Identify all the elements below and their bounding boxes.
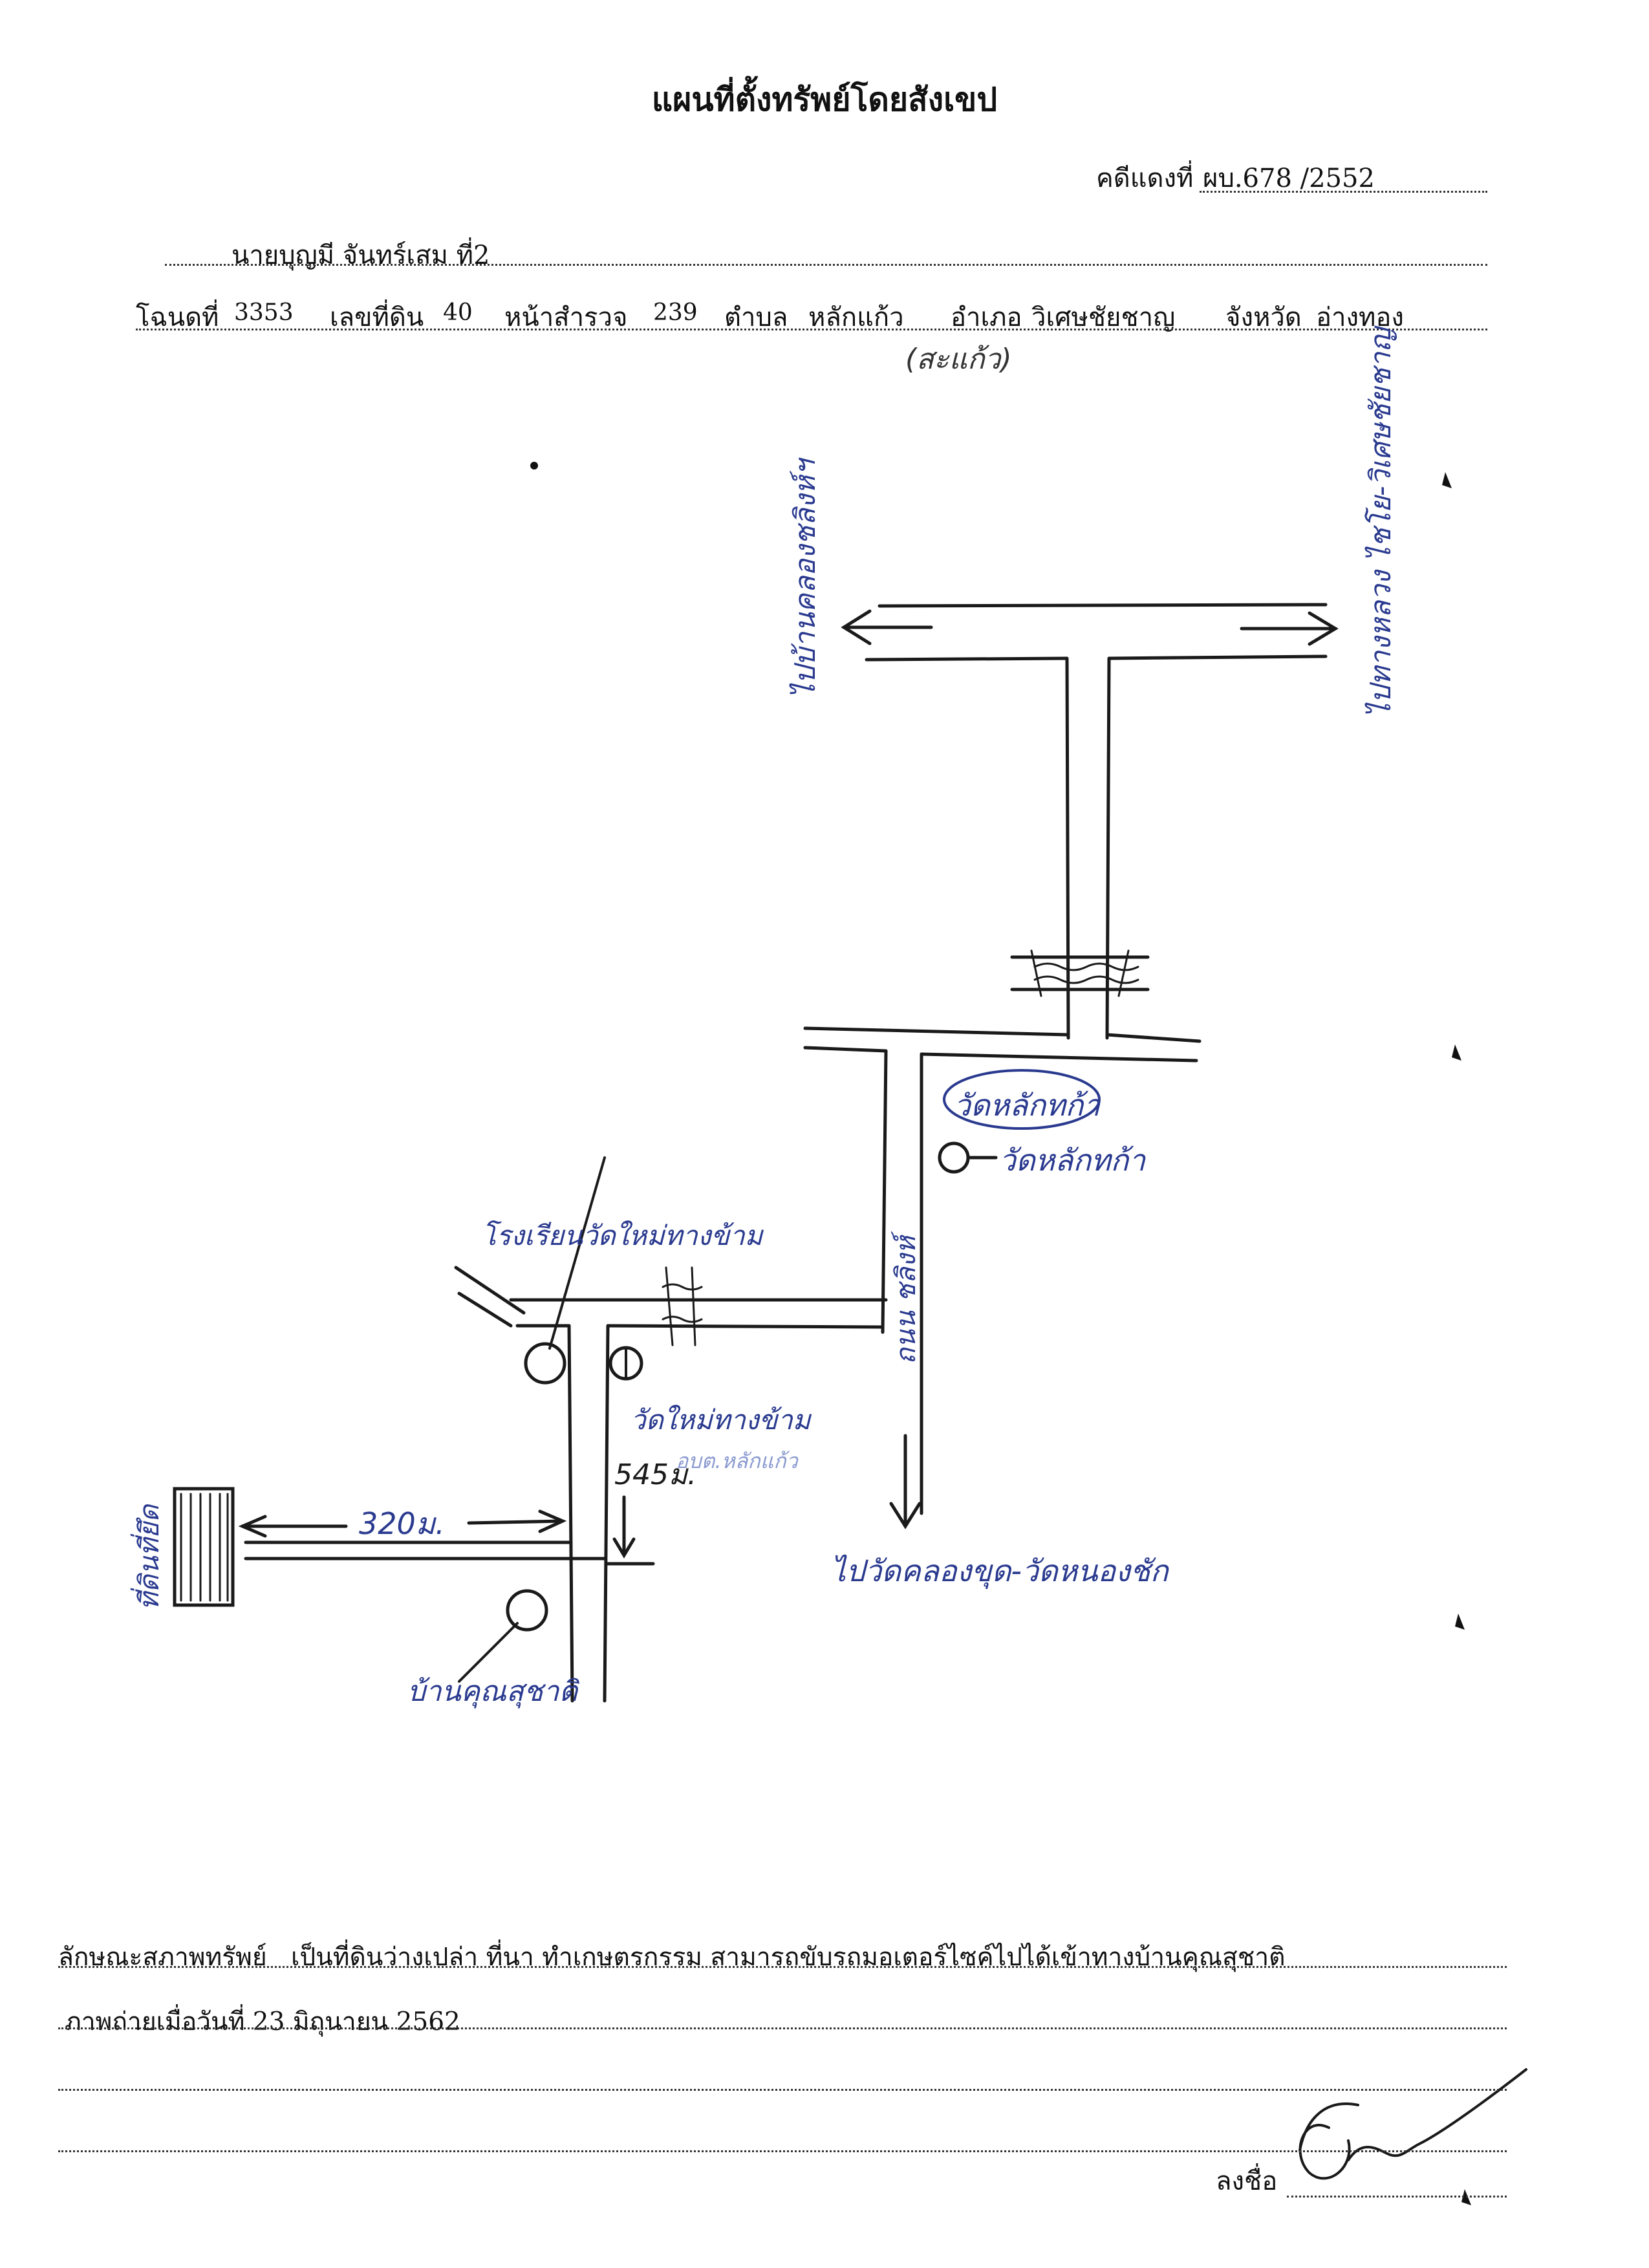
mid-road-upper-edge-left <box>803 1026 1069 1037</box>
label-distance-545: 545ม. <box>614 1458 696 1491</box>
label-temple-new: วัดใหม่ทางข้าม <box>630 1404 812 1436</box>
mid-road-lower-edge-left <box>803 1046 888 1053</box>
photo-date-line <box>58 2027 1507 2029</box>
page-title: แผนที่ตั้งทรัพย์โดยสังเขป <box>651 80 998 118</box>
top-road-lower-edge-right <box>1107 654 1328 660</box>
land-number: 40 <box>443 299 473 326</box>
small-bridge-posts <box>665 1266 696 1346</box>
temple-oval <box>943 1069 1101 1130</box>
house-road-left-edge <box>567 1324 574 1703</box>
temple-marker-circle <box>938 1141 970 1174</box>
signature-arc <box>1299 2102 1359 2152</box>
survey-number: 239 <box>653 299 698 326</box>
dist-320-right-head <box>538 1509 567 1533</box>
label-road-bottom: ไปวัดคลองขุด-วัดหนองชัก <box>831 1553 1170 1589</box>
label-distance-320: 320ม. <box>359 1506 445 1541</box>
long-road-left-edge <box>881 1049 888 1334</box>
blank-line-2 <box>58 2150 1507 2152</box>
condition-text: เป็นที่ดินว่างเปล่า ที่นา ทำเกษตรกรรม สา… <box>291 1943 1286 1972</box>
photo-date: ภาพถ่ายเมื่อวันที่ 23 มิถุนายน 2562 <box>65 2007 460 2036</box>
label-property: ที่ดินที่ยึด <box>130 1503 165 1610</box>
tambon-correction: (สะแก้ว) <box>905 343 1012 376</box>
province-value: อ่างทอง <box>1316 303 1404 332</box>
arrow-left-head <box>841 609 872 645</box>
label-road-vertical: ถนน ชลิงห์ <box>890 1231 921 1365</box>
house-leader <box>458 1622 519 1683</box>
condition-label: ลักษณะสภาพทรัพย์ <box>58 1943 267 1972</box>
dist-320-right-shaft <box>467 1519 565 1525</box>
house-marker-circle <box>506 1589 548 1632</box>
blank-line-1 <box>58 2089 1507 2091</box>
survey-label: หน้าสำรวจ <box>504 303 628 332</box>
specks <box>530 462 538 470</box>
margin-mark-1 <box>1442 472 1452 488</box>
bridge-water-2 <box>1033 975 1139 984</box>
vertical-road-right-edge <box>1105 656 1111 1040</box>
vertical-road-left-edge <box>1065 658 1070 1040</box>
province-label: จังหวัด <box>1225 303 1302 332</box>
label-school: โรงเรียนวัดใหม่ทางข้าม <box>482 1220 764 1251</box>
case-number-line <box>1200 191 1487 193</box>
amphoe-label: อำเภอ <box>951 303 1022 332</box>
case-label: คดีแดงที่ <box>1096 164 1194 193</box>
top-road-upper-edge <box>878 603 1328 608</box>
top-road-lower-edge-left <box>865 656 1069 662</box>
label-road-left: ไปบ้านคลองชลิงห์ฯ <box>789 457 822 698</box>
tambon-label: ตำบล <box>724 303 788 332</box>
label-house: บ้านคุณสุชาติ <box>407 1675 580 1709</box>
signature-tail <box>1347 2068 1527 2161</box>
arrow-right-head <box>1308 611 1339 646</box>
condition-line <box>58 1966 1507 1968</box>
land-label: เลขที่ดิน <box>330 303 424 332</box>
deed-label: โฉนดที่ <box>136 303 219 332</box>
school-marker-circle <box>524 1342 566 1385</box>
property-box <box>173 1487 235 1607</box>
sign-label: ลงชื่อ <box>1216 2166 1278 2196</box>
bridge-post-left <box>1030 949 1042 997</box>
dist-545-head <box>612 1537 636 1559</box>
margin-mark-2 <box>1452 1044 1461 1061</box>
label-temple-marker: วัดหลักทก้า <box>999 1143 1147 1178</box>
label-temple-circled: วัดหลักทก้า <box>954 1088 1101 1123</box>
property-hatch <box>180 1493 229 1602</box>
bridge-post-right <box>1117 949 1130 997</box>
label-rec-tag: อบต.หลักแก้ว <box>676 1449 799 1473</box>
diag-road-upper <box>454 1266 526 1315</box>
arrow-down-head <box>889 1502 921 1529</box>
label-road-right: ไปทางหลวง ไชโย-วิเศษชัยชาญ <box>1364 325 1397 718</box>
dist-320-left-head <box>238 1515 267 1538</box>
bridge-top <box>1010 955 1150 991</box>
diag-road-lower <box>457 1291 513 1328</box>
sign-line <box>1287 2196 1507 2198</box>
owner-line <box>165 264 1487 266</box>
margin-mark-3 <box>1455 1614 1465 1630</box>
mid-road-upper-edge-right <box>1105 1033 1202 1043</box>
deed-number: 3353 <box>234 299 294 326</box>
small-bridge-water <box>662 1283 703 1323</box>
signature-loop <box>1299 2124 1351 2180</box>
amphoe-value: วิเศษชัยชาญ <box>1031 303 1176 332</box>
case-number: ผบ.678 /2552 <box>1203 164 1375 193</box>
deed-line <box>136 329 1487 330</box>
mid-road-lower-edge-right <box>920 1052 1198 1063</box>
tambon-value: หลักแก้ว <box>808 303 904 332</box>
lower-road-lower-edge-right <box>606 1324 885 1329</box>
house-road-right-edge <box>603 1324 610 1703</box>
bridge-water-1 <box>1033 962 1139 971</box>
school-leader <box>548 1156 606 1350</box>
